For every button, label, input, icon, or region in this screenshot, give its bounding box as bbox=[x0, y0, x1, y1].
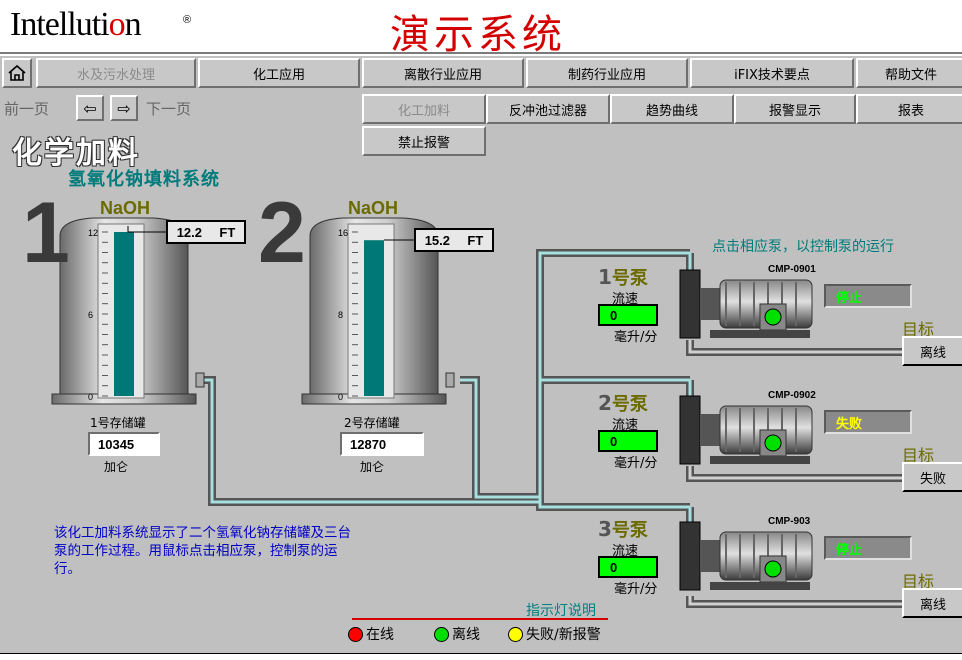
home-button[interactable] bbox=[2, 58, 32, 88]
submenu-item-4[interactable]: 报表 bbox=[856, 94, 962, 124]
pump-1-flow-label: 流速 bbox=[612, 292, 639, 307]
next-page-button[interactable]: ⇨ bbox=[110, 95, 138, 121]
tank-2-tick: 16 bbox=[338, 228, 348, 238]
disable-alarm-button[interactable]: 禁止报警 bbox=[362, 126, 486, 156]
menu-item-4[interactable]: iFIX技术要点 bbox=[690, 58, 854, 88]
pump-2-flow-unit: 毫升/分 bbox=[614, 456, 658, 471]
pump-3-status: 停止 bbox=[824, 536, 912, 560]
tank-1: 12 6 0 bbox=[51, 217, 205, 405]
pump-1-flow-unit: 毫升/分 bbox=[614, 330, 658, 345]
legend-dot-icon bbox=[508, 626, 523, 642]
tank-2-volume: 12870 bbox=[340, 432, 424, 456]
next-page-label[interactable]: 下一页 bbox=[146, 100, 192, 118]
pump-1-flow-value: 0 bbox=[598, 304, 658, 326]
intellution-logo: Intellution bbox=[10, 6, 142, 43]
menu-item-2[interactable]: 离散行业应用 bbox=[362, 58, 524, 88]
page-subtitle: 氢氧化钠填料系统 bbox=[68, 169, 220, 190]
system-description: 该化工加料系统显示了二个氢氧化钠存储罐及三台泵的工作过程。用鼠标点击相应泵，控制… bbox=[54, 525, 351, 577]
legend-item-0: 在线 bbox=[348, 624, 394, 644]
pump-3-flow-value: 0 bbox=[598, 556, 658, 578]
pump-3-indicator bbox=[764, 560, 782, 578]
pump-3-id: CMP-903 bbox=[768, 516, 811, 527]
pump-3-target-label: 目标 bbox=[902, 572, 935, 591]
menu-item-3[interactable]: 制药行业应用 bbox=[526, 58, 688, 88]
tank-2-name: NaOH bbox=[348, 198, 399, 218]
pump-2-status: 失败 bbox=[824, 410, 912, 434]
prev-page-label[interactable]: 前一页 bbox=[4, 100, 50, 118]
legend-title: 指示灯说明 bbox=[526, 603, 596, 619]
prev-page-button[interactable]: ⇦ bbox=[76, 95, 104, 121]
legend-dot-icon bbox=[434, 626, 449, 642]
logo-registered-mark: ® bbox=[183, 14, 192, 26]
tank-1-name: NaOH bbox=[100, 198, 151, 218]
legend-divider bbox=[352, 618, 608, 620]
tank-2-caption: 2号存储罐 bbox=[344, 416, 400, 430]
pump-2-indicator bbox=[764, 434, 782, 452]
tank-2-number: 2 bbox=[258, 185, 306, 281]
pump-1-target-button[interactable]: 离线 bbox=[902, 336, 962, 366]
tank-1-caption: 1号存储罐 bbox=[90, 416, 146, 430]
pump-2-target-button[interactable]: 失败 bbox=[902, 462, 962, 492]
pump-1-id: CMP-0901 bbox=[768, 264, 816, 275]
pump-2-target-label: 目标 bbox=[902, 446, 935, 465]
bottom-toolbar-strip bbox=[0, 653, 962, 660]
legend-dot-icon bbox=[348, 626, 363, 642]
menu-item-5[interactable]: 帮助文件 bbox=[856, 58, 962, 88]
tank-2-tick: 8 bbox=[338, 310, 343, 320]
header-divider bbox=[0, 52, 962, 54]
pump-1-target-label: 目标 bbox=[902, 320, 935, 339]
legend-item-1: 离线 bbox=[434, 624, 480, 644]
pipe-network bbox=[200, 249, 905, 608]
pump-1-name: 1号泵 bbox=[598, 265, 648, 289]
pump-3-target-button[interactable]: 离线 bbox=[902, 588, 962, 618]
legend-item-2: 失败/新报警 bbox=[508, 624, 601, 644]
pump-1-indicator bbox=[764, 308, 782, 326]
pump-2-flow-label: 流速 bbox=[612, 418, 639, 433]
pump-3-flow-unit: 毫升/分 bbox=[614, 582, 658, 597]
page-title: 化学加料 bbox=[12, 136, 140, 171]
tank-1-level-bar bbox=[114, 232, 134, 396]
arrow-left-icon: ⇦ bbox=[83, 98, 97, 118]
tank-1-tick: 12 bbox=[88, 228, 98, 238]
pump-1[interactable] bbox=[679, 269, 813, 339]
tank-1-number: 1 bbox=[22, 185, 70, 281]
pump-2-flow-value: 0 bbox=[598, 430, 658, 452]
tank-1-volume: 10345 bbox=[88, 432, 160, 456]
tank-2-tick: 0 bbox=[338, 392, 343, 402]
submenu-item-0[interactable]: 化工加料 bbox=[362, 94, 486, 124]
tank-1-tick: 6 bbox=[88, 310, 93, 320]
pump-3[interactable] bbox=[679, 521, 813, 591]
home-icon bbox=[8, 64, 26, 81]
tank-1-tick: 0 bbox=[88, 392, 93, 402]
app-title: 演示系统 bbox=[390, 12, 566, 58]
pump-2-name: 2号泵 bbox=[598, 391, 648, 415]
submenu-item-1[interactable]: 反冲池过滤器 bbox=[486, 94, 610, 124]
pump-1-status: 停止 bbox=[824, 284, 912, 308]
submenu-item-2[interactable]: 趋势曲线 bbox=[610, 94, 734, 124]
tank-1-volume-unit: 加仑 bbox=[104, 460, 129, 474]
arrow-right-icon: ⇨ bbox=[117, 98, 131, 118]
header-bar bbox=[0, 0, 962, 56]
menu-item-1[interactable]: 化工应用 bbox=[198, 58, 360, 88]
menu-item-0[interactable]: 水及污水处理 bbox=[36, 58, 196, 88]
pump-2[interactable] bbox=[679, 395, 813, 465]
pump-2-id: CMP-0902 bbox=[768, 390, 816, 401]
pump-instruction: 点击相应泵，以控制泵的运行 bbox=[712, 239, 894, 255]
submenu-item-3[interactable]: 报警显示 bbox=[734, 94, 856, 124]
pump-3-name: 3号泵 bbox=[598, 517, 648, 541]
tank-2-volume-unit: 加仑 bbox=[360, 460, 385, 474]
tank-2-level-bar bbox=[364, 240, 384, 396]
pump-3-flow-label: 流速 bbox=[612, 544, 639, 559]
